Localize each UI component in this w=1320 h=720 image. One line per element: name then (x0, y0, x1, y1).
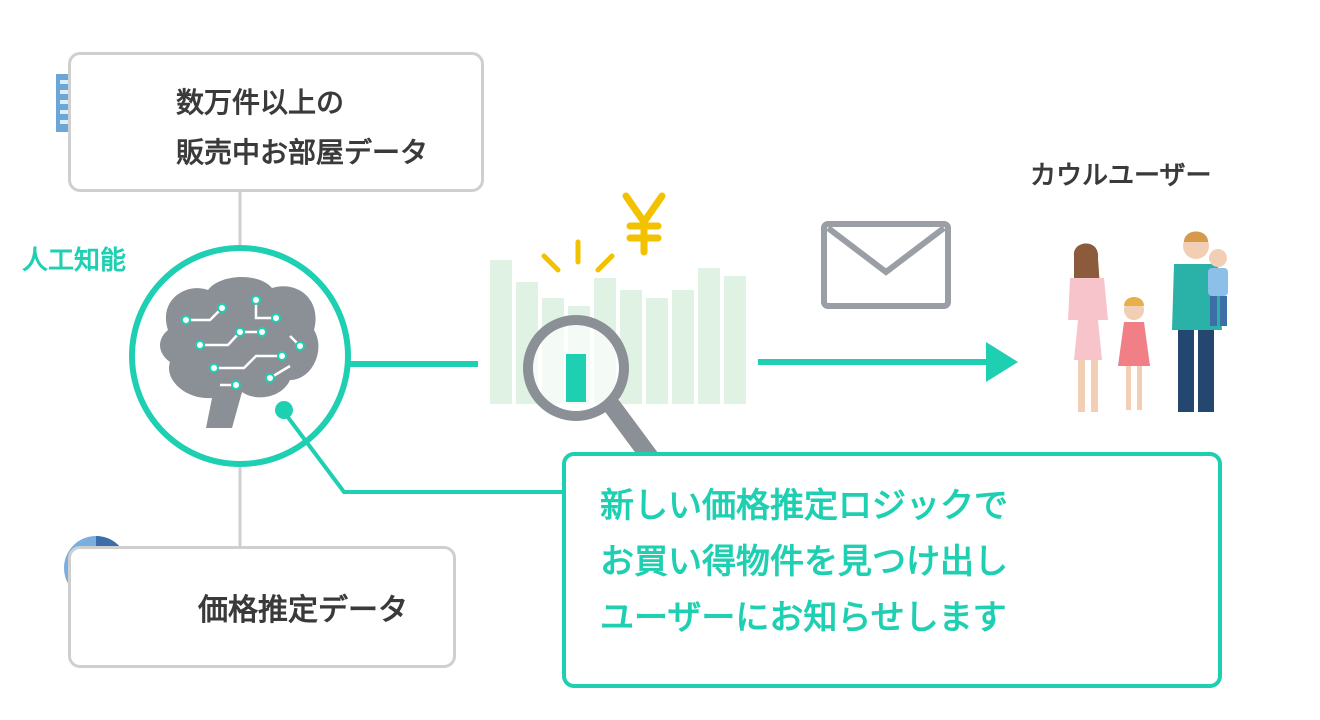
estimate-data-label: 価格推定データ (198, 593, 408, 628)
sparkle-lines (541, 239, 615, 273)
magnifier-icon (523, 315, 661, 469)
message-line2: お買い得物件を見つけ出し (600, 542, 1008, 582)
yen-icon (622, 192, 666, 256)
property-data-text: 数万件以上の 販売中お部屋データ (176, 78, 428, 178)
message-text: 新しい価格推定ロジックで お買い得物件を見つけ出し ユーザーにお知らせします (600, 478, 1160, 646)
property-data-box (68, 52, 484, 192)
users-label: カウルユーザー (1030, 161, 1212, 191)
property-data-line1: 数万件以上の (176, 86, 345, 119)
property-data-line2: 販売中お部屋データ (176, 136, 429, 169)
ai-label: 人工知能 (22, 246, 127, 276)
family-icon (1068, 231, 1228, 412)
envelope-icon (821, 221, 951, 309)
message-line3: ユーザーにお知らせします (600, 598, 1007, 638)
connector-ai-message (282, 410, 566, 494)
arrow-to-users (758, 342, 1018, 382)
estimate-data-box (68, 546, 456, 668)
message-line1: 新しい価格推定ロジックで (600, 486, 1008, 526)
brain-circuit-icon (160, 276, 319, 428)
message-box (562, 452, 1222, 688)
connector-dot (275, 401, 293, 419)
